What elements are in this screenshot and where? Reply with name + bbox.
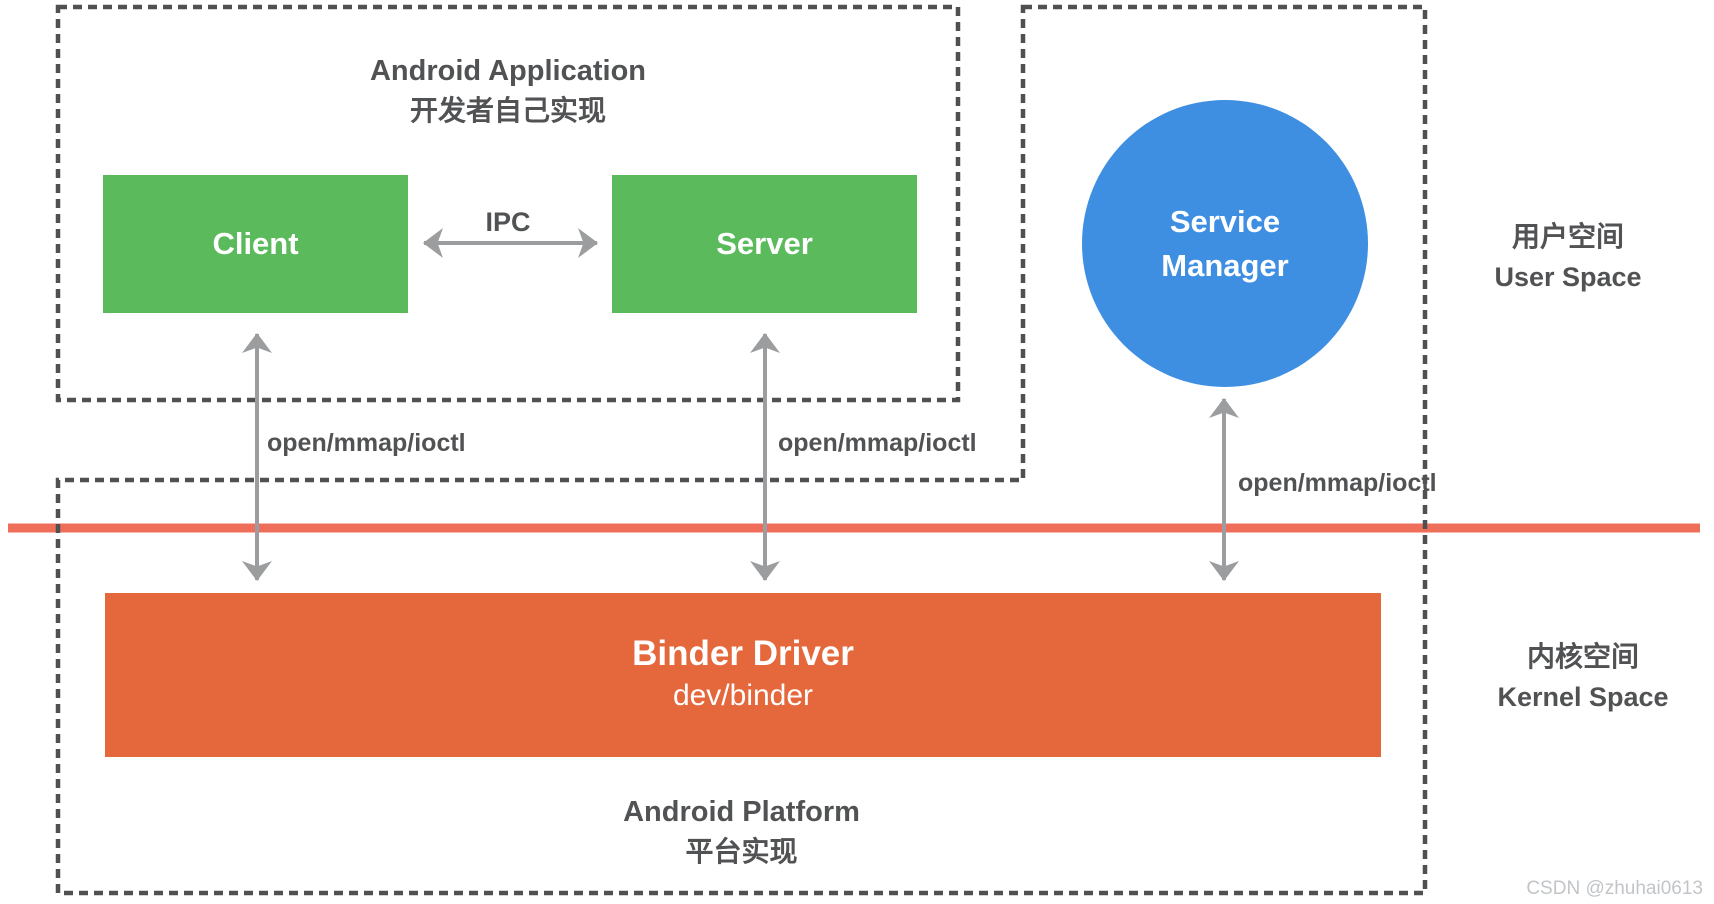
platform-and-service-manager-box-border: [55, 4, 1428, 896]
binder-driver-node: Binder Driver dev/binder: [105, 593, 1381, 757]
server-node: Server: [612, 175, 917, 313]
binder-driver-subtitle: dev/binder: [672, 679, 814, 712]
user-space-label-zh: 用户空间: [1511, 221, 1624, 252]
android-platform-title: Android Platform 平台实现: [58, 792, 1425, 872]
client-node: Client: [103, 175, 408, 313]
watermark-text: CSDN @zhuhai0613: [1526, 878, 1703, 899]
android-application-title-en: Android Application: [369, 55, 646, 87]
service-manager-label-line1: Service: [1169, 203, 1281, 239]
ipc-label: IPC: [485, 207, 531, 237]
kernel-space-label: 内核空间 Kernel Space: [1458, 637, 1708, 717]
android-application-box-border: [55, 4, 961, 403]
service-manager-node: Service Manager: [1082, 100, 1368, 387]
android-application-title-zh: 开发者自己实现: [409, 95, 606, 126]
binder-driver-title: Binder Driver: [632, 634, 854, 673]
service-manager-syscall-label: open/mmap/ioctl: [1238, 469, 1437, 497]
android-platform-title-en: Android Platform: [623, 796, 860, 828]
server-syscall-label: open/mmap/ioctl: [778, 429, 977, 457]
kernel-space-label-zh: 内核空间: [1526, 641, 1639, 672]
client-node-label: Client: [212, 226, 299, 261]
android-application-title: Android Application 开发者自己实现: [58, 51, 958, 131]
android-platform-title-zh: 平台实现: [685, 836, 798, 867]
user-space-label: 用户空间 User Space: [1443, 217, 1693, 297]
service-manager-label-line2: Manager: [1161, 247, 1289, 283]
server-node-label: Server: [716, 226, 813, 261]
user-space-label-en: User Space: [1494, 262, 1642, 292]
client-syscall-label: open/mmap/ioctl: [267, 429, 466, 457]
kernel-space-label-en: Kernel Space: [1497, 682, 1669, 712]
